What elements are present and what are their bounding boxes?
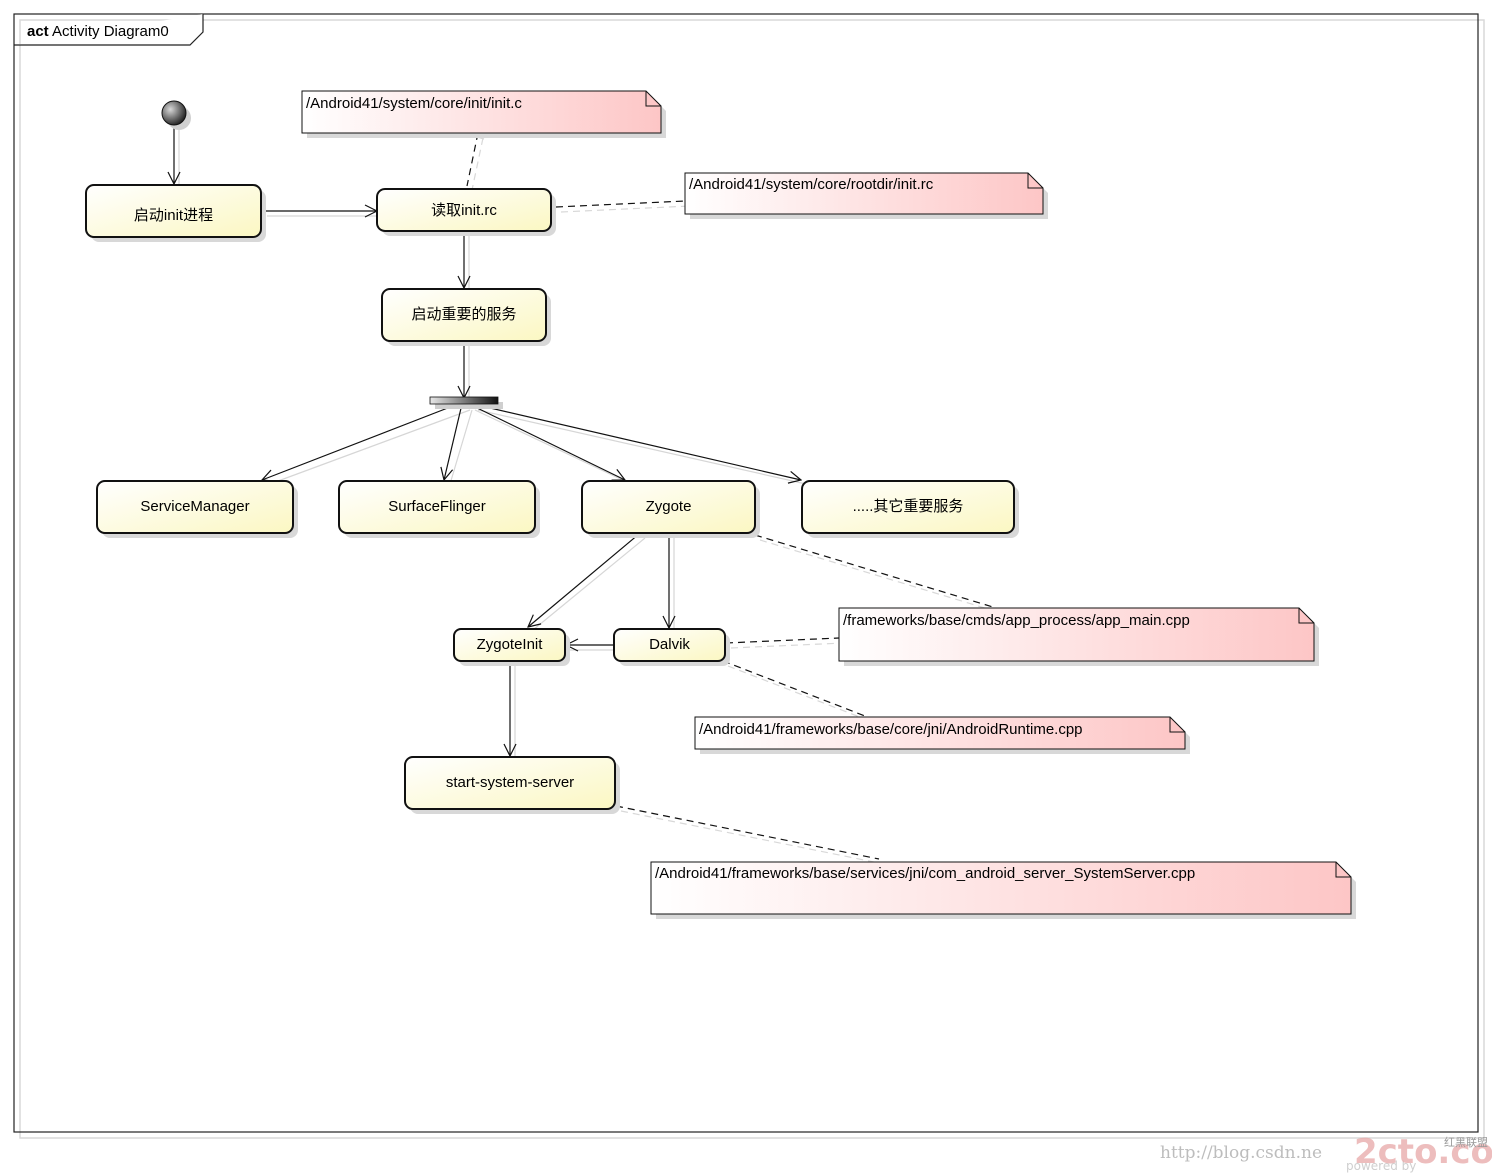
watermark: http://blog.csdn.ne powered by 2cto.com … (1160, 1132, 1492, 1173)
action-start-services: 启动重要的服务 (381, 288, 551, 346)
note-text: /Android41/system/core/rootdir/init.rc (689, 176, 934, 193)
action-service-manager: ServiceManager (96, 480, 298, 538)
frame-title: act Activity Diagram0 (27, 23, 169, 40)
watermark-brand-cn: 红黑联盟 (1444, 1136, 1488, 1149)
action-label: .....其它重要服务 (853, 497, 964, 515)
anchor-init-c (466, 132, 479, 187)
anchor-app-main-dalvik (725, 637, 840, 644)
edge-fork-to-zygote (468, 403, 625, 480)
note-init-rc: /Android41/system/core/rootdir/init.rc (684, 172, 1048, 219)
watermark-powered: powered by (1346, 1159, 1416, 1173)
note-init-c: /Android41/system/core/init/init.c (301, 90, 666, 138)
action-label: 启动init进程 (134, 207, 213, 224)
action-zygote: Zygote (581, 480, 760, 538)
anchor-init-rc (555, 200, 686, 208)
action-label: 启动重要的服务 (411, 306, 516, 323)
edge-fork-to-surfaceflinger (444, 403, 463, 480)
action-other-services: .....其它重要服务 (801, 480, 1019, 538)
action-label: SurfaceFlinger (388, 498, 486, 515)
action-label: Zygote (646, 498, 692, 515)
action-start-system-server: start-system-server (404, 756, 620, 814)
note-app-main: /frameworks/base/cmds/app_process/app_ma… (838, 607, 1319, 666)
action-label: Dalvik (649, 636, 690, 653)
action-surface-flinger: SurfaceFlinger (338, 480, 540, 538)
action-label: ServiceManager (140, 498, 249, 515)
note-text: /Android41/frameworks/base/services/jni/… (655, 865, 1195, 882)
initial-node (161, 100, 191, 130)
fork-bar (429, 396, 503, 409)
anchor-system-server (615, 805, 880, 860)
watermark-url: http://blog.csdn.ne (1160, 1143, 1322, 1163)
action-label: start-system-server (446, 774, 574, 791)
control-flows (174, 127, 801, 756)
action-read-initrc: 读取init.rc (376, 188, 556, 236)
edge-fork-to-other (472, 403, 801, 480)
action-label: 读取init.rc (431, 202, 497, 219)
watermark-brand: 2cto.com (1354, 1132, 1492, 1172)
note-anchors (466, 132, 999, 865)
anchor-app-main (754, 534, 994, 608)
note-text: /Android41/frameworks/base/core/jni/Andr… (699, 721, 1083, 738)
note-text: /Android41/system/core/init/init.c (306, 95, 522, 112)
diagram-frame: act Activity Diagram0 (13, 13, 1485, 1139)
note-system-server: /Android41/frameworks/base/services/jni/… (650, 861, 1356, 919)
edge-zygote-to-zygoteinit (528, 533, 640, 627)
anchor-android-runtime (722, 660, 866, 717)
action-zygote-init: ZygoteInit (453, 628, 570, 666)
action-label: ZygoteInit (477, 636, 544, 653)
action-start-init: 启动init进程 (85, 184, 266, 242)
note-text: /frameworks/base/cmds/app_process/app_ma… (843, 612, 1190, 629)
note-android-runtime: /Android41/frameworks/base/core/jni/Andr… (694, 716, 1190, 754)
edge-fork-to-servicemanager (262, 403, 459, 480)
action-dalvik: Dalvik (613, 628, 730, 666)
